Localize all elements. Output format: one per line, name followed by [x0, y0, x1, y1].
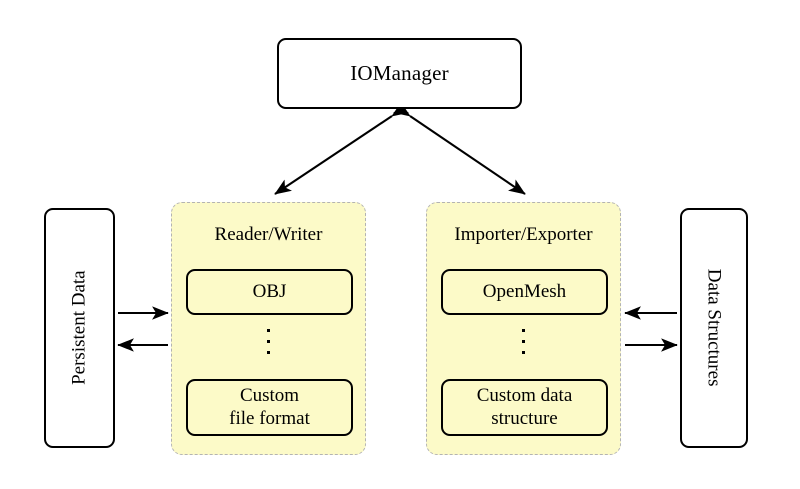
node-persistent-data-label: Persistent Data — [68, 270, 90, 386]
panel-importer-exporter-title: Importer/Exporter — [454, 224, 593, 245]
panel-reader-writer-title: Reader/Writer — [214, 224, 323, 245]
node-data-structures-label: Data Structures — [703, 269, 725, 387]
arrow-iomanager-readerwriter — [274, 101, 410, 195]
vertical-ellipsis-icon — [427, 329, 620, 362]
arrow-iomanager-importerexporter — [393, 101, 526, 195]
node-data-structures[interactable]: Data Structures — [680, 208, 748, 448]
leaf-openmesh-label: OpenMesh — [482, 280, 567, 302]
leaf-openmesh[interactable]: OpenMesh — [441, 269, 608, 315]
node-iomanager-label: IOManager — [350, 60, 449, 85]
vertical-ellipsis-icon — [172, 329, 365, 362]
leaf-obj-label: OBJ — [252, 280, 287, 302]
node-iomanager[interactable]: IOManager — [277, 38, 522, 109]
node-persistent-data[interactable]: Persistent Data — [44, 208, 115, 448]
leaf-obj[interactable]: OBJ — [186, 269, 353, 315]
